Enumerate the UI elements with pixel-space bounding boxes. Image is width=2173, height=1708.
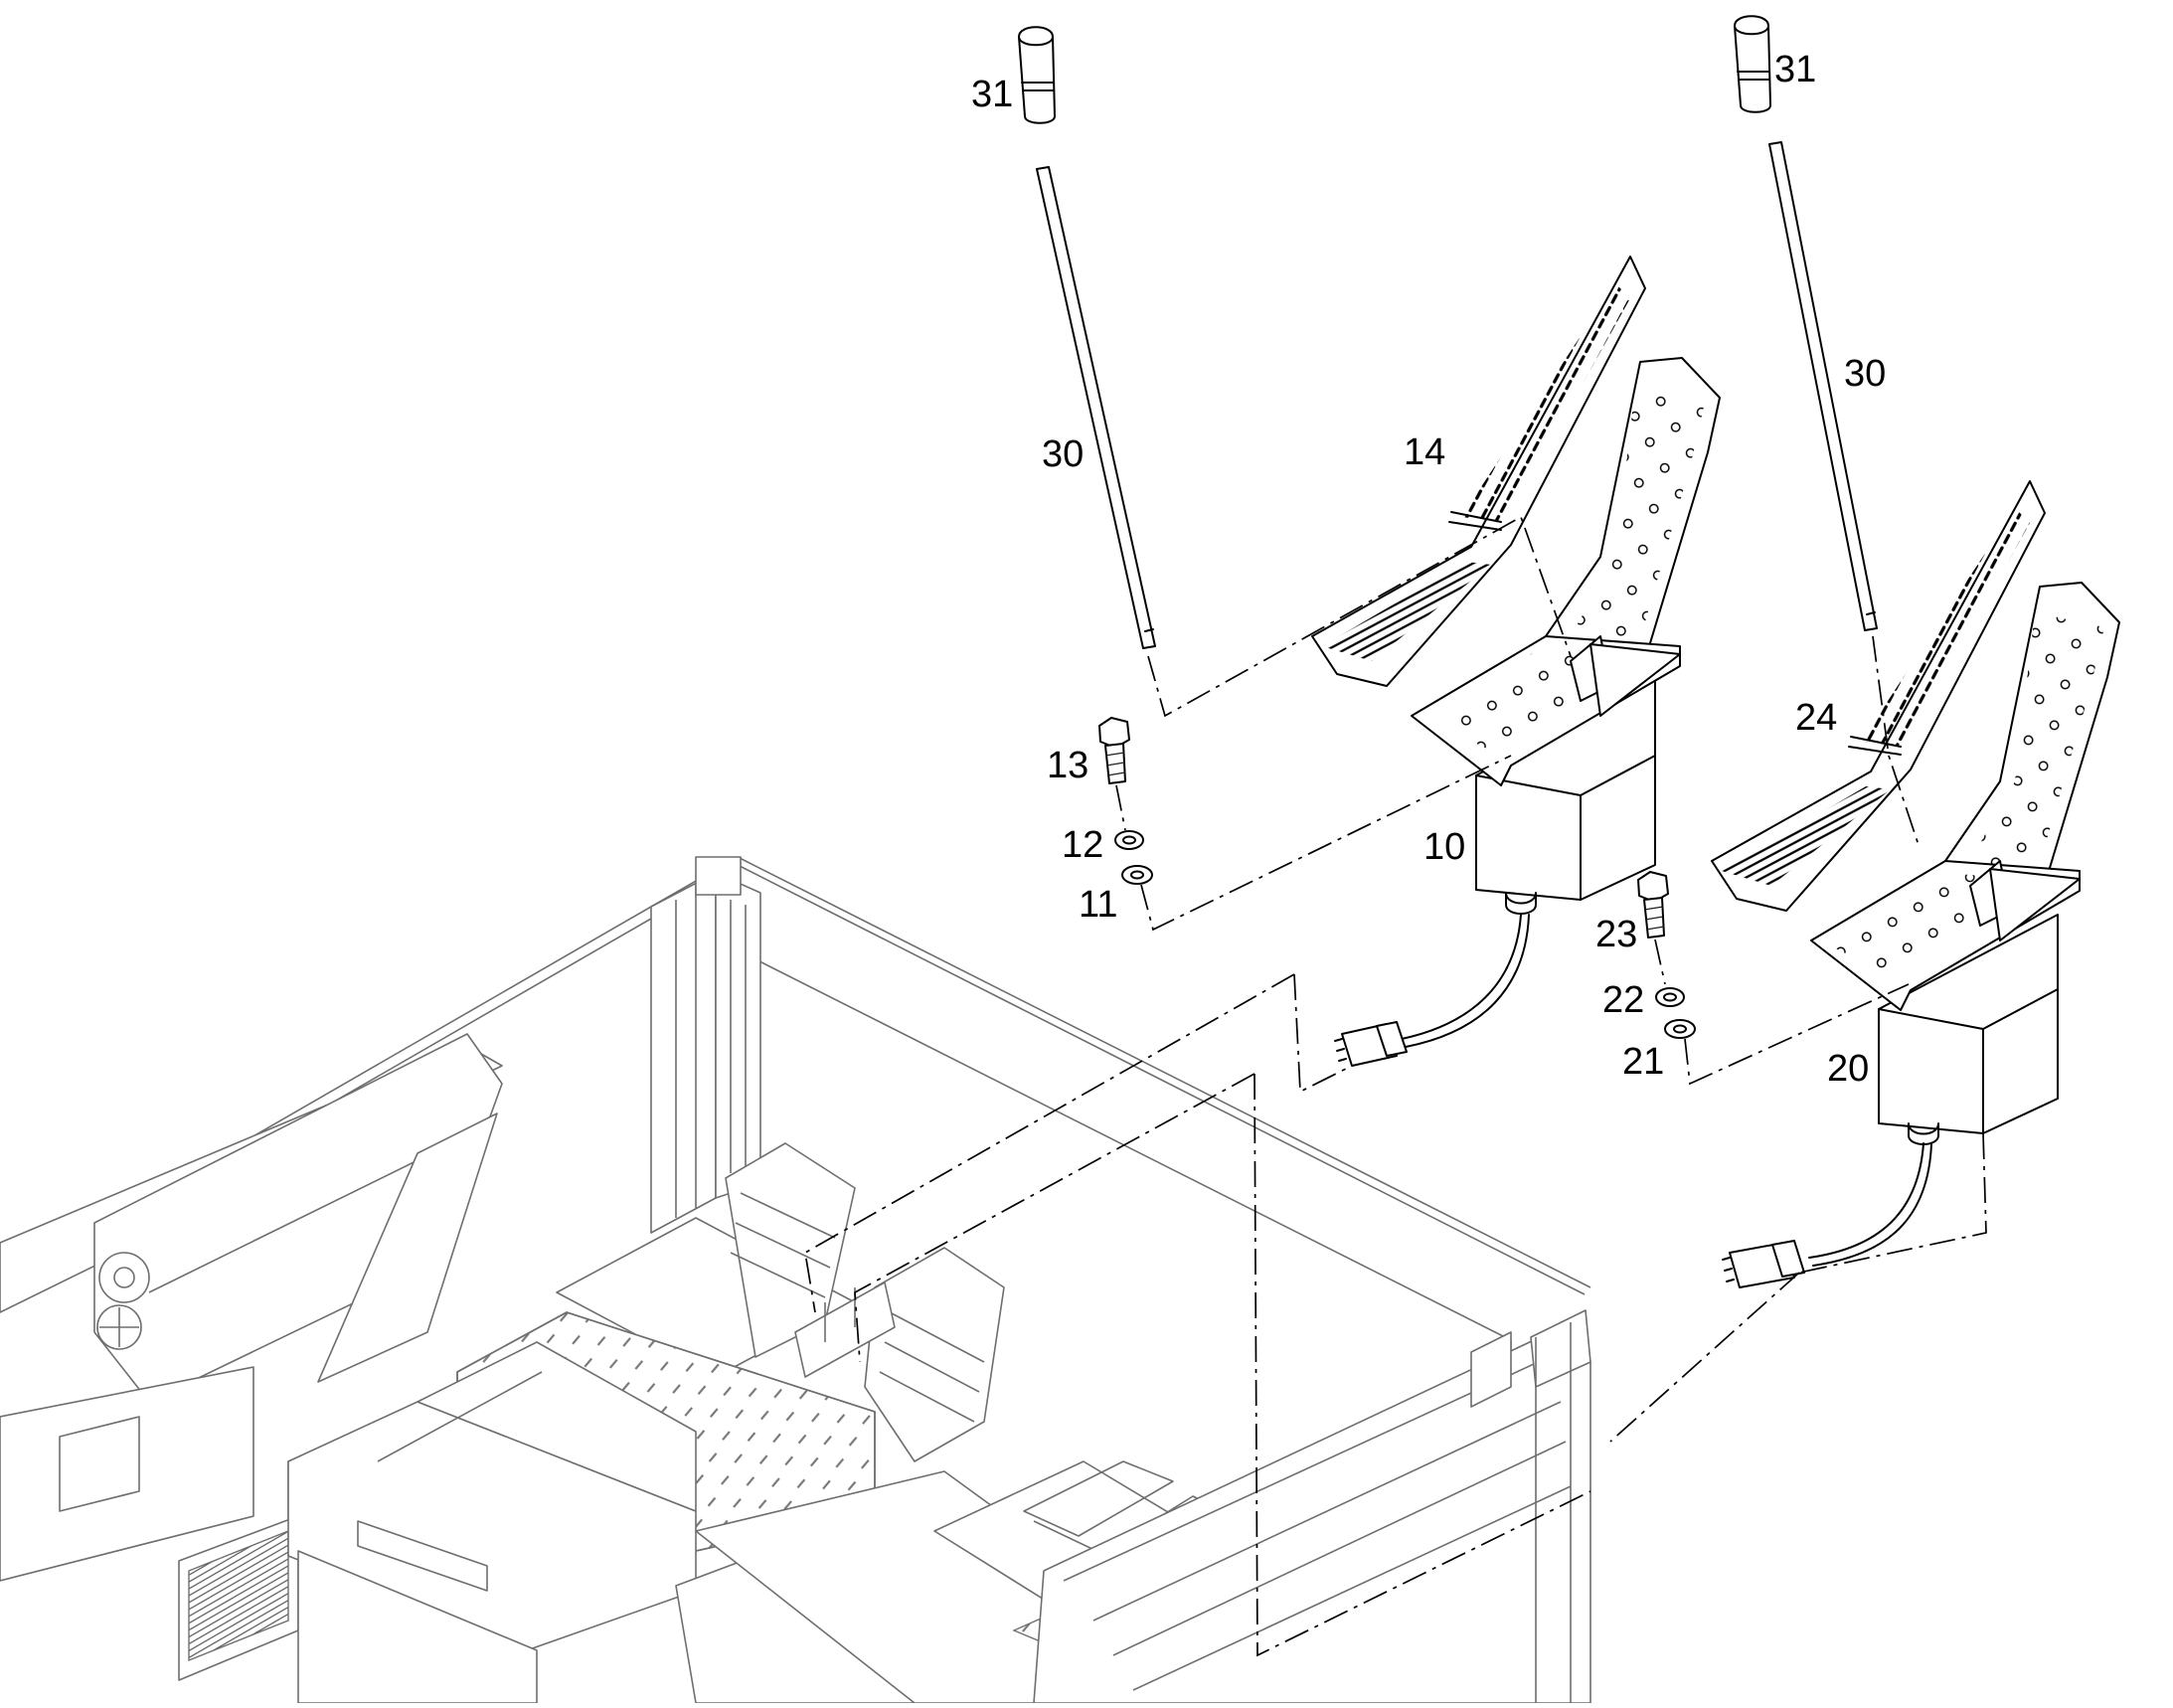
callout-10: 10: [1423, 826, 1465, 868]
washer-12: [1114, 830, 1144, 850]
callout-21: 21: [1622, 1041, 1664, 1083]
washer-11: [1121, 865, 1153, 885]
callout-24: 24: [1795, 697, 1837, 739]
callout-22: 22: [1602, 979, 1644, 1021]
rod-right: [1768, 141, 1878, 631]
callout-12: 12: [1062, 824, 1103, 866]
callout-31-left: 31: [971, 74, 1013, 115]
callout-14: 14: [1404, 431, 1445, 473]
callout-31-right: 31: [1774, 49, 1816, 90]
knob-right: [1734, 15, 1771, 113]
bolt-13: [1098, 717, 1130, 784]
washer-22: [1655, 987, 1685, 1007]
rod-left: [1036, 166, 1156, 649]
callout-11: 11: [1079, 884, 1117, 926]
bolt-23: [1637, 871, 1669, 939]
callout-30-right: 30: [1844, 353, 1886, 395]
pedal-assembly-left: [1311, 256, 1721, 1067]
assembly-leader-lines: [804, 515, 1987, 1657]
callout-13: 13: [1047, 745, 1088, 786]
callout-labels: 31 31 30 30 14 24 13 12 11 10 23 22 21 2…: [971, 49, 1886, 1090]
callout-30-left: 30: [1042, 433, 1084, 475]
machine-platform: [0, 856, 1591, 1704]
knob-left: [1018, 26, 1056, 124]
pedal-assembly-right: [1711, 480, 2120, 1288]
washer-21: [1664, 1019, 1696, 1039]
callout-23: 23: [1595, 914, 1637, 955]
callout-20: 20: [1827, 1048, 1869, 1090]
